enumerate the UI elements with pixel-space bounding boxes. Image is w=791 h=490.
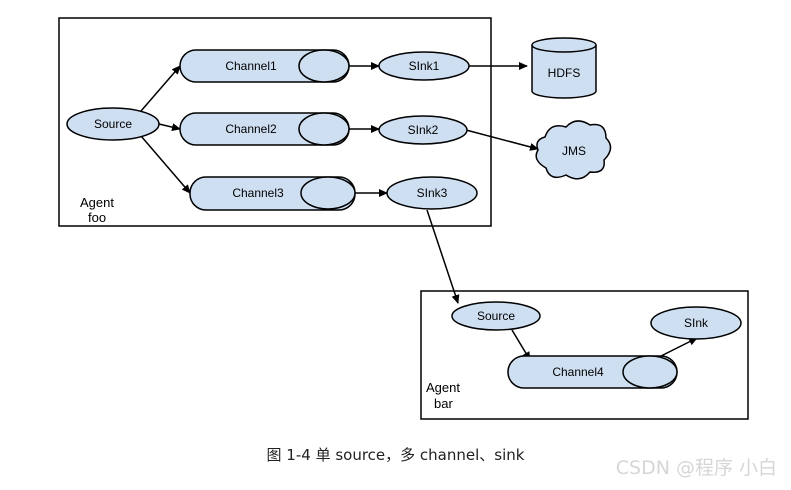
bar-source-label: Source [477, 309, 515, 323]
agent-foo-box [58, 17, 492, 227]
agent-bar-label-line1: Agent [426, 380, 460, 395]
agent-bar-box [420, 290, 749, 420]
arrow-sink3-bar-source [426, 209, 460, 304]
foo-source-label: Source [94, 117, 132, 131]
jms-cloud-icon: JMS [535, 120, 612, 180]
flow-arrows [140, 62, 698, 361]
foo-source-node: Source [66, 107, 160, 141]
sink1-node: SInk1 [378, 51, 470, 81]
sink1-label: SInk1 [409, 59, 440, 73]
channel1-node: Channel1 [179, 49, 350, 83]
agent-bar-label-line2: bar [434, 396, 453, 411]
hdfs-label: HDFS [548, 66, 581, 80]
arrow-sink2-jms [465, 129, 539, 151]
flume-topology-diagram: Agent foo Agent bar Source Channel1 Chan… [58, 17, 749, 420]
arrow-bar-source-channel4 [511, 329, 531, 361]
bar-sink-node: SInk [650, 306, 742, 340]
sink3-node: SInk3 [386, 176, 478, 210]
arrow-source-channel2 [158, 123, 181, 132]
arrow-source-channel3 [140, 135, 191, 194]
hdfs-database-icon: HDFS [531, 37, 597, 99]
channel3-label: Channel3 [232, 186, 284, 200]
bar-sink-label: SInk [684, 316, 709, 330]
channel4-node: Channel4 [507, 355, 678, 389]
sink2-node: SInk2 [378, 115, 468, 145]
sink3-label: SInk3 [417, 186, 448, 200]
channel3-node: Channel3 [189, 176, 356, 211]
bar-source-node: Source [451, 301, 541, 331]
jms-label: JMS [562, 144, 586, 158]
figure-caption: 图 1-4 单 source，多 channel、sink [266, 446, 525, 464]
channel2-node: Channel2 [179, 112, 350, 146]
arrow-source-channel1 [140, 65, 181, 112]
channel4-label: Channel4 [552, 365, 604, 379]
sink2-label: SInk2 [408, 123, 439, 137]
channel1-label: Channel1 [225, 59, 277, 73]
csdn-watermark: CSDN @程序 小白 [615, 457, 777, 479]
channel2-label: Channel2 [225, 122, 277, 136]
agent-foo-label-line1: Agent [80, 195, 114, 210]
agent-foo-label-line2: foo [88, 210, 106, 225]
